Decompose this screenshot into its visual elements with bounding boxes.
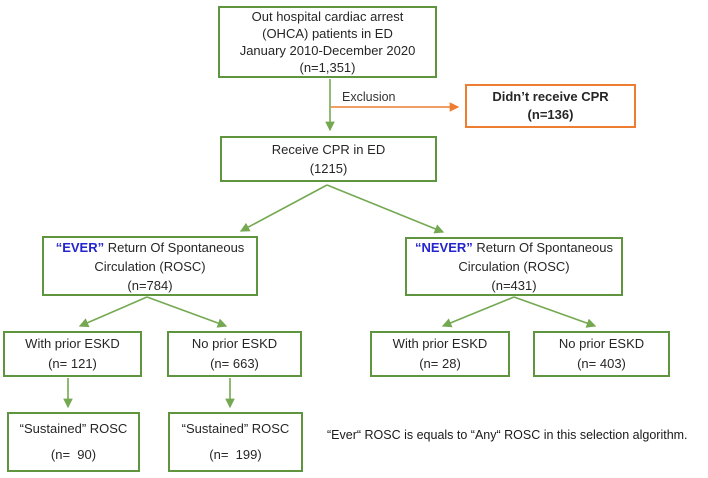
box-sustained-rosc-with-eskd: “Sustained” ROSC (n= 90) <box>7 412 140 472</box>
box-text: (n=136) <box>527 107 574 122</box>
box-never-with-prior-eskd: With prior ESKD (n= 28) <box>370 331 510 377</box>
box-sustained-rosc-no-eskd: “Sustained” ROSC (n= 199) <box>168 412 303 472</box>
box-ever-no-prior-eskd: No prior ESKD (n= 663) <box>167 331 302 377</box>
box-ever-with-prior-eskd: With prior ESKD (n= 121) <box>3 331 142 377</box>
box-never-rosc: “NEVER” Return Of Spontaneous Circulatio… <box>405 237 623 296</box>
box-text: Circulation (ROSC) <box>458 259 570 274</box>
arrow-ever-to-with-eskd <box>78 296 148 328</box>
box-text: “Sustained” ROSC <box>181 421 290 436</box>
arrow-cpr-to-never <box>326 184 445 234</box>
box-text: Out hospital cardiac arrest <box>251 9 404 24</box>
box-text: “Sustained” ROSC <box>19 421 128 436</box>
never-highlight: “NEVER” <box>415 240 473 255</box>
box-text: (OHCA) patients in ED <box>262 26 393 41</box>
arrow-cpr-to-ever <box>239 184 328 232</box>
box-text: (n=784) <box>127 277 173 293</box>
box-text: (n= 199) <box>209 447 262 462</box>
arrow-never-to-no-eskd <box>513 296 597 328</box>
box-text: (n= 663) <box>210 356 259 371</box>
box-text: “NEVER” Return Of Spontaneous <box>415 238 613 257</box>
box-text: With prior ESKD <box>25 336 120 351</box>
box-ever-rosc: “EVER” Return Of Spontaneous Circulation… <box>42 236 258 296</box>
arrow-ever-to-no-eskd <box>146 296 228 328</box>
footnote-ever-equals-any: “Ever“ ROSC is equals to “Any“ ROSC in t… <box>327 428 688 442</box>
box-text: (1215) <box>309 161 348 176</box>
box-didnt-receive-cpr: Didn’t receive CPR (n=136) <box>465 84 636 128</box>
box-text: (n= 403) <box>577 356 626 371</box>
box-text: Receive CPR in ED <box>271 142 386 157</box>
box-text: (n= 121) <box>48 356 97 371</box>
box-text: (n=1,351) <box>299 60 356 75</box>
box-text: No prior ESKD <box>558 336 645 351</box>
box-text: (n= 90) <box>50 447 97 462</box>
box-text: January 2010-December 2020 <box>239 43 416 58</box>
box-text: “EVER” Return Of Spontaneous <box>56 238 245 257</box>
ever-highlight: “EVER” <box>55 239 105 255</box>
box-text: Didn’t receive CPR <box>492 89 609 104</box>
box-ohca-patients: Out hospital cardiac arrest (OHCA) patie… <box>218 6 437 78</box>
box-text: With prior ESKD <box>392 336 488 351</box>
box-never-no-prior-eskd: No prior ESKD (n= 403) <box>533 331 670 377</box>
box-text: Return Of Spontaneous <box>104 239 245 255</box>
exclusion-label: Exclusion <box>342 90 396 104</box>
box-text: No prior ESKD <box>191 336 278 351</box>
box-text: Circulation (ROSC) <box>94 258 206 274</box>
box-text: Return Of Spontaneous <box>472 240 613 255</box>
arrow-never-to-with-eskd <box>441 296 515 328</box>
box-text: (n=431) <box>491 278 537 293</box>
box-receive-cpr: Receive CPR in ED (1215) <box>220 136 437 182</box>
box-text: (n= 28) <box>419 356 461 371</box>
